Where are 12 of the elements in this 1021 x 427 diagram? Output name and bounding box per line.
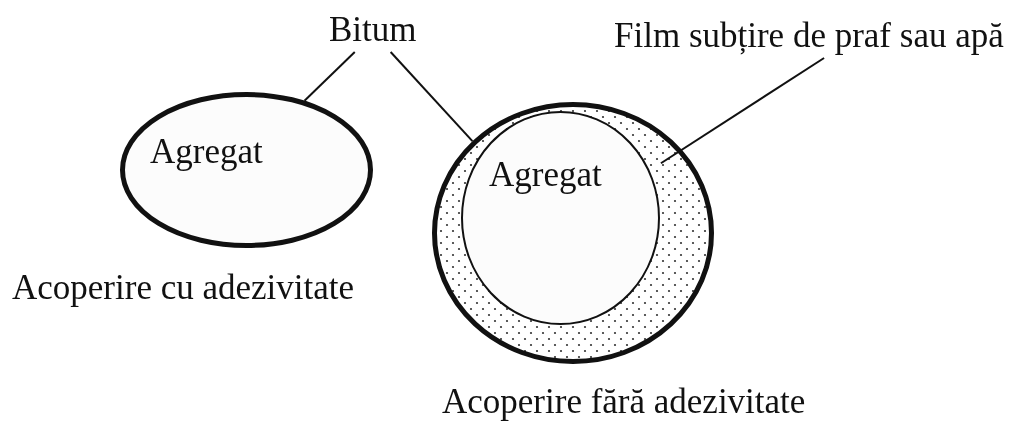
leader-line [659,57,826,165]
coated-aggregate-ellipse [120,92,373,248]
aggregate-label: Agregat [150,132,263,172]
leader-line [389,51,474,143]
label-text: Bitum [329,10,421,52]
leader-line [303,51,356,102]
coated-aggregate-drawing [432,102,714,364]
aggregate-label: Agregat [489,155,602,195]
drawing-label: Acoperire fără adezivitate [442,382,806,422]
drawing-label: Acoperire cu adezivitate [12,268,355,308]
label-text: Film subțire de praf sau apă [614,16,1018,58]
aggregate-circle [461,111,660,325]
